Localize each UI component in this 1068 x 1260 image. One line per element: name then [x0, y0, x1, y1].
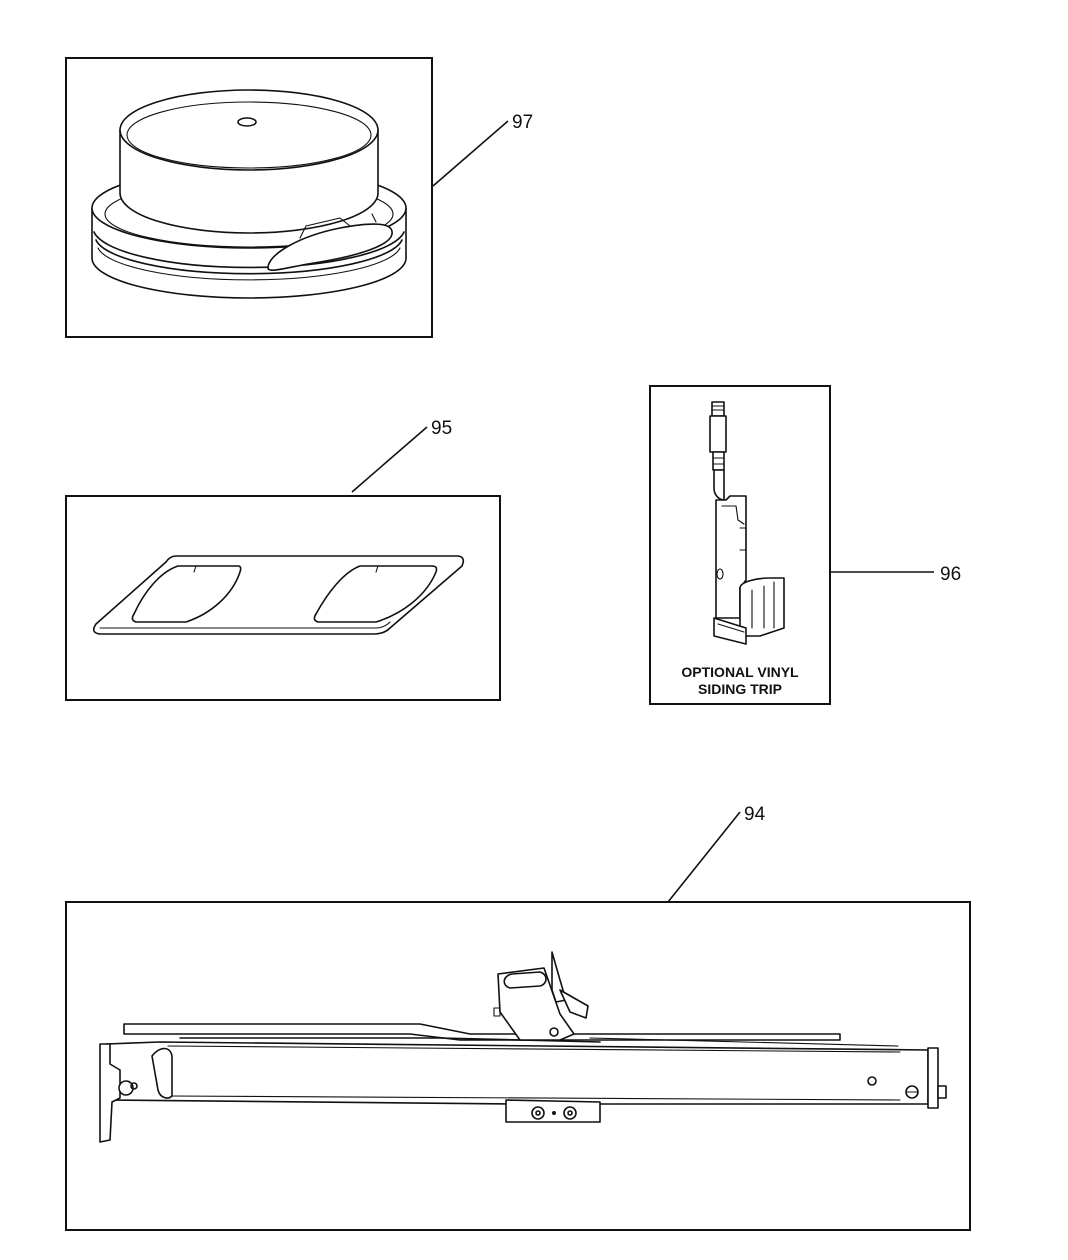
- part-94-frame: [65, 901, 971, 1231]
- part-95-frame: [65, 495, 501, 701]
- part-94-magazine-drawing: [99, 951, 947, 1143]
- part-97-round-cap-drawing: [91, 89, 407, 299]
- part-96-frame: [649, 385, 831, 705]
- part-95-callout: 95: [431, 418, 452, 439]
- part-94-callout: 94: [744, 804, 766, 825]
- part-95-leader-line: [351, 426, 428, 493]
- part-97-leader-line: [432, 120, 509, 187]
- part-96-caption-line-1: OPTIONAL VINYL: [681, 664, 799, 680]
- part-96-vinyl-siding-trip-drawing: [709, 401, 785, 645]
- part-96-caption-line-2: SIDING TRIP: [698, 681, 782, 697]
- part-95-gasket-drawing: [92, 555, 465, 635]
- part-94-group: 94: [65, 804, 971, 1231]
- part-95-group: 95: [65, 418, 501, 701]
- part-94-leader-line: [667, 811, 741, 903]
- part-97-group: 97: [65, 57, 533, 338]
- part-96-callout: 96: [940, 564, 961, 585]
- part-97-frame: [65, 57, 433, 338]
- part-97-callout: 97: [512, 112, 533, 133]
- part-96-group: OPTIONAL VINYL SIDING TRIP 96: [649, 385, 961, 705]
